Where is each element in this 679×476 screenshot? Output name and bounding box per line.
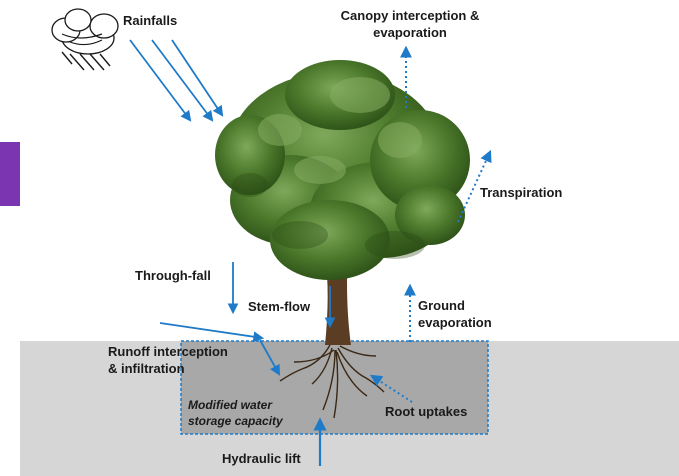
rain-arrows — [130, 40, 222, 120]
rain-cloud-icon — [52, 9, 118, 70]
ground-label-line2: evaporation — [418, 314, 492, 331]
modified-label-line2: storage capacity — [188, 413, 283, 429]
modified-label-line1: Modified water — [188, 397, 283, 413]
canopy-label-line1: Canopy interception & — [320, 7, 500, 24]
transpiration-label: Transpiration — [480, 184, 562, 201]
through-fall-label: Through-fall — [135, 267, 211, 284]
runoff-label-line1: Runoff interception — [108, 343, 228, 360]
ground-label-line1: Ground — [418, 297, 492, 314]
modified-storage-label: Modified water storage capacity — [188, 397, 283, 429]
hydraulic-lift-label: Hydraulic lift — [222, 450, 301, 467]
canopy-label-line2: evaporation — [320, 24, 500, 41]
ground-evaporation-label: Ground evaporation — [418, 297, 492, 331]
root-uptakes-label: Root uptakes — [385, 403, 467, 420]
runoff-label-line2: & infiltration — [108, 360, 228, 377]
side-tab — [0, 142, 20, 206]
runoff-label: Runoff interception & infiltration — [108, 343, 228, 377]
stem-flow-label: Stem-flow — [248, 298, 310, 315]
rainfalls-label: Rainfalls — [123, 12, 177, 29]
runoff-arrow — [160, 323, 262, 338]
canopy-label: Canopy interception & evaporation — [320, 7, 500, 41]
